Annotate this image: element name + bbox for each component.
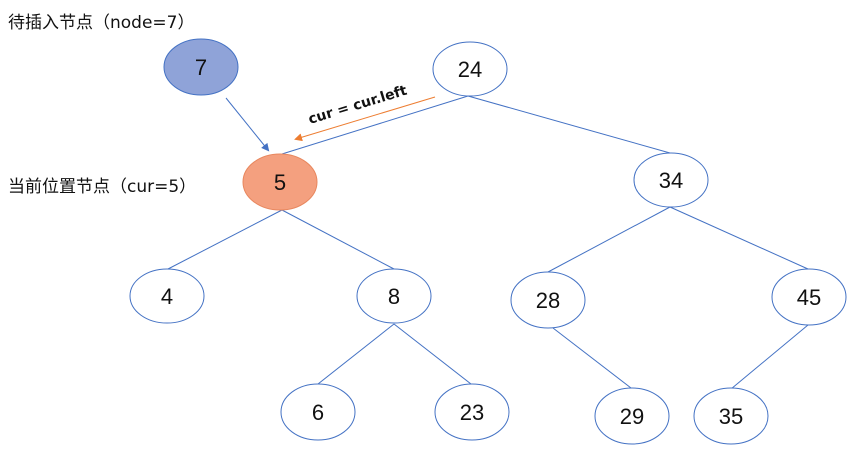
node-8: 8 [356, 268, 432, 324]
node-6: 6 [280, 383, 356, 441]
insert-node-label: 待插入节点（node=7） [8, 13, 195, 33]
edge-24-5 [281, 95, 469, 155]
node-28-value: 28 [536, 288, 560, 313]
node-4-value: 4 [161, 284, 173, 309]
insert-arrow [225, 97, 270, 152]
node-5-current: 5 [242, 153, 318, 211]
edge-28-29 [552, 327, 632, 389]
node-45: 45 [771, 268, 847, 326]
node-23-value: 23 [460, 400, 484, 425]
node-35: 35 [693, 387, 769, 445]
node-35-value: 35 [719, 404, 743, 429]
current-node-label: 当前位置节点（cur=5） [8, 177, 197, 197]
node-45-value: 45 [797, 285, 821, 310]
edge-8-23 [393, 323, 472, 385]
node-8-value: 8 [388, 284, 400, 309]
node-34: 34 [633, 152, 709, 208]
edge-24-34 [467, 95, 671, 154]
move-left-arrow [294, 96, 436, 142]
move-left-label: cur = cur.left [306, 83, 409, 128]
node-28: 28 [510, 271, 586, 329]
node-6-value: 6 [312, 400, 324, 425]
node-23: 23 [434, 383, 510, 441]
edge-5-4 [167, 209, 283, 270]
edge-8-6 [317, 323, 395, 385]
edge-34-28 [547, 206, 671, 273]
insert-node: 7 [163, 38, 239, 96]
node-34-value: 34 [659, 168, 683, 193]
edge-5-8 [281, 209, 395, 270]
node-24: 24 [432, 41, 508, 97]
insert-node-value: 7 [195, 55, 207, 80]
node-29-value: 29 [620, 404, 644, 429]
node-5-value: 5 [274, 170, 286, 195]
edge-34-45 [669, 206, 809, 270]
edge-45-35 [730, 324, 809, 390]
node-4: 4 [129, 268, 205, 324]
node-24-value: 24 [458, 57, 482, 82]
node-29: 29 [594, 387, 670, 445]
